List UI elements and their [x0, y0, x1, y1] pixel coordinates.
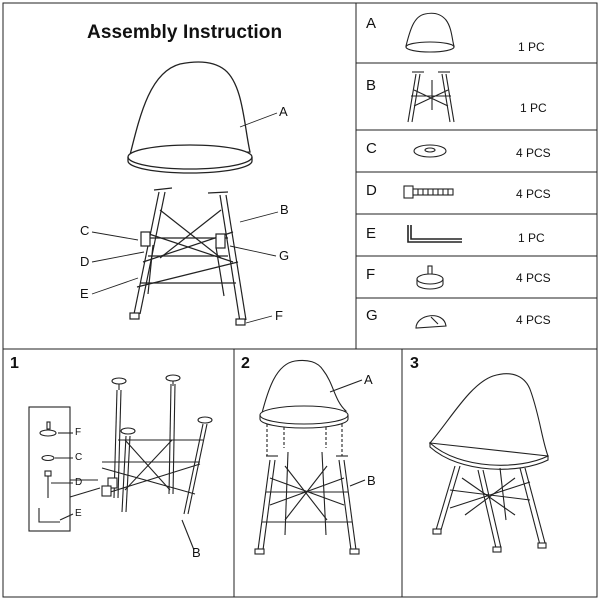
part-letter: C	[366, 140, 377, 157]
step1-label-c: C	[75, 452, 83, 463]
main-label-e: E	[80, 286, 89, 301]
part-qty: 1 PC	[518, 40, 545, 54]
part-qty: 1 PC	[520, 101, 547, 115]
step2-diagram	[254, 359, 366, 555]
part-letter: B	[366, 77, 377, 94]
part-letter: D	[366, 182, 377, 199]
page-title: Assembly Instruction	[87, 22, 283, 43]
step-number-2: 2	[241, 355, 250, 372]
main-label-b: B	[280, 202, 289, 217]
part-qty: 4 PCS	[516, 187, 551, 201]
step1-label-b: B	[192, 545, 201, 560]
main-label-d: D	[80, 254, 90, 269]
part-qty: 1 PC	[518, 231, 545, 245]
part-letter: F	[366, 266, 376, 283]
step-number-1: 1	[10, 355, 19, 372]
main-leg-base	[129, 187, 247, 326]
seat-shell-icon	[405, 12, 455, 53]
parts-icons	[403, 12, 462, 329]
part-letter: G	[366, 307, 378, 324]
bracket-cap-icon	[415, 315, 447, 329]
leg-base-icon	[407, 71, 455, 123]
step3-diagram	[428, 373, 549, 553]
step1-label-e: E	[75, 508, 82, 519]
main-seat-shell	[127, 61, 253, 174]
main-leader-lines	[91, 112, 279, 324]
step1-label-f: F	[75, 427, 82, 438]
part-qty: 4 PCS	[516, 146, 551, 160]
part-qty: 4 PCS	[516, 313, 551, 327]
main-label-a: A	[279, 104, 288, 119]
part-letter: A	[366, 15, 377, 32]
step1-diagram	[28, 374, 213, 551]
allen-key-icon	[407, 225, 462, 243]
bolt-icon	[403, 185, 454, 199]
main-label-f: F	[275, 308, 283, 323]
step2-label-b: B	[367, 473, 376, 488]
step-number-3: 3	[410, 355, 419, 372]
step1-label-d: D	[75, 477, 83, 488]
part-letter: E	[366, 225, 377, 242]
washer-icon	[413, 144, 447, 158]
main-label-c: C	[80, 223, 90, 238]
main-label-g: G	[279, 248, 290, 263]
foot-glide-icon	[416, 265, 444, 290]
step2-label-a: A	[364, 372, 373, 387]
part-qty: 4 PCS	[516, 271, 551, 285]
